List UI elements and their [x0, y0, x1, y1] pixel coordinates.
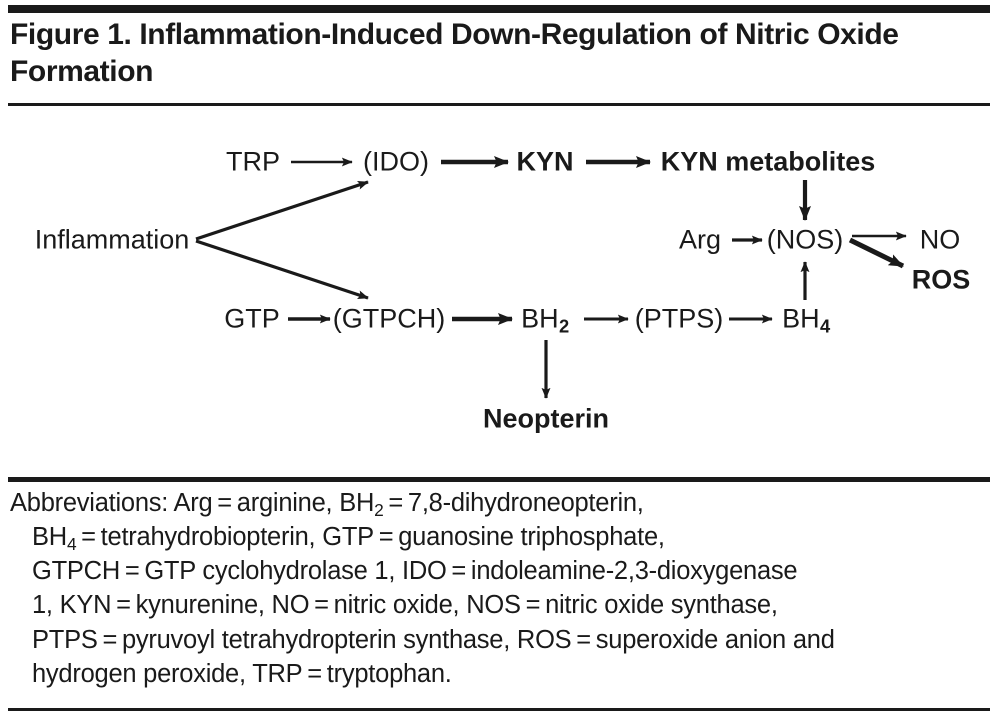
abbreviations-line-4: 1, KYN = kynurenine, NO = nitric oxide, … — [32, 591, 778, 620]
abbreviations-line-1: Abbreviations: Arg = arginine, BH2 = 7,8… — [10, 489, 644, 520]
node-bh2: BH2 — [521, 303, 569, 335]
figure-title: Figure 1. Inflammation-Induced Down-Regu… — [10, 18, 899, 89]
node-kyn: KYN — [516, 146, 574, 177]
node-bh4-base: BH — [782, 303, 820, 334]
arrow-inflammation-to-gtpch — [195, 239, 369, 300]
abbreviations-block: Abbreviations: Arg = arginine, BH2 = 7,8… — [10, 486, 978, 691]
bottom-border-rule — [8, 708, 990, 711]
abbreviations-line-3: GTPCH = GTP cyclohydrolase 1, IDO = indo… — [32, 557, 798, 586]
node-ros: ROS — [911, 264, 971, 295]
node-inflammation: Inflammation — [34, 224, 190, 255]
node-ido: (IDO) — [363, 146, 429, 177]
node-bh2-base: BH — [521, 303, 559, 334]
node-no: NO — [919, 224, 961, 255]
node-bh2-subscript: 2 — [559, 315, 570, 337]
node-nos: (NOS) — [766, 224, 844, 255]
node-kyn-metabolites: KYN metabolites — [660, 146, 876, 177]
pathway-diagram: Inflammation TRP (IDO) KYN KYN metabolit… — [0, 106, 998, 477]
node-bh4: BH4 — [782, 303, 830, 335]
abbreviations-line-2: BH4 = tetrahydrobiopterin, GTP = guanosi… — [32, 523, 665, 554]
top-border-rule — [8, 5, 990, 13]
node-neopterin: Neopterin — [482, 403, 610, 434]
arrow-inflammation-to-ido — [195, 180, 369, 241]
node-ptps: (PTPS) — [634, 303, 724, 334]
node-trp: TRP — [226, 146, 280, 177]
node-gtpch: (GTPCH) — [332, 303, 446, 334]
node-bh4-subscript: 4 — [820, 315, 831, 337]
node-arg: Arg — [678, 224, 722, 255]
title-divider-rule — [8, 103, 990, 106]
abbreviations-line-5: PTPS = pyruvoyl tetrahydropterin synthas… — [32, 625, 835, 654]
abbreviations-line-6: hydrogen peroxide, TRP = tryptophan. — [32, 659, 452, 688]
arrow-nos-to-ros — [848, 237, 905, 269]
abbreviations-divider-rule — [8, 477, 990, 482]
node-gtp: GTP — [224, 303, 280, 334]
pathway-arrows-svg — [195, 156, 907, 399]
